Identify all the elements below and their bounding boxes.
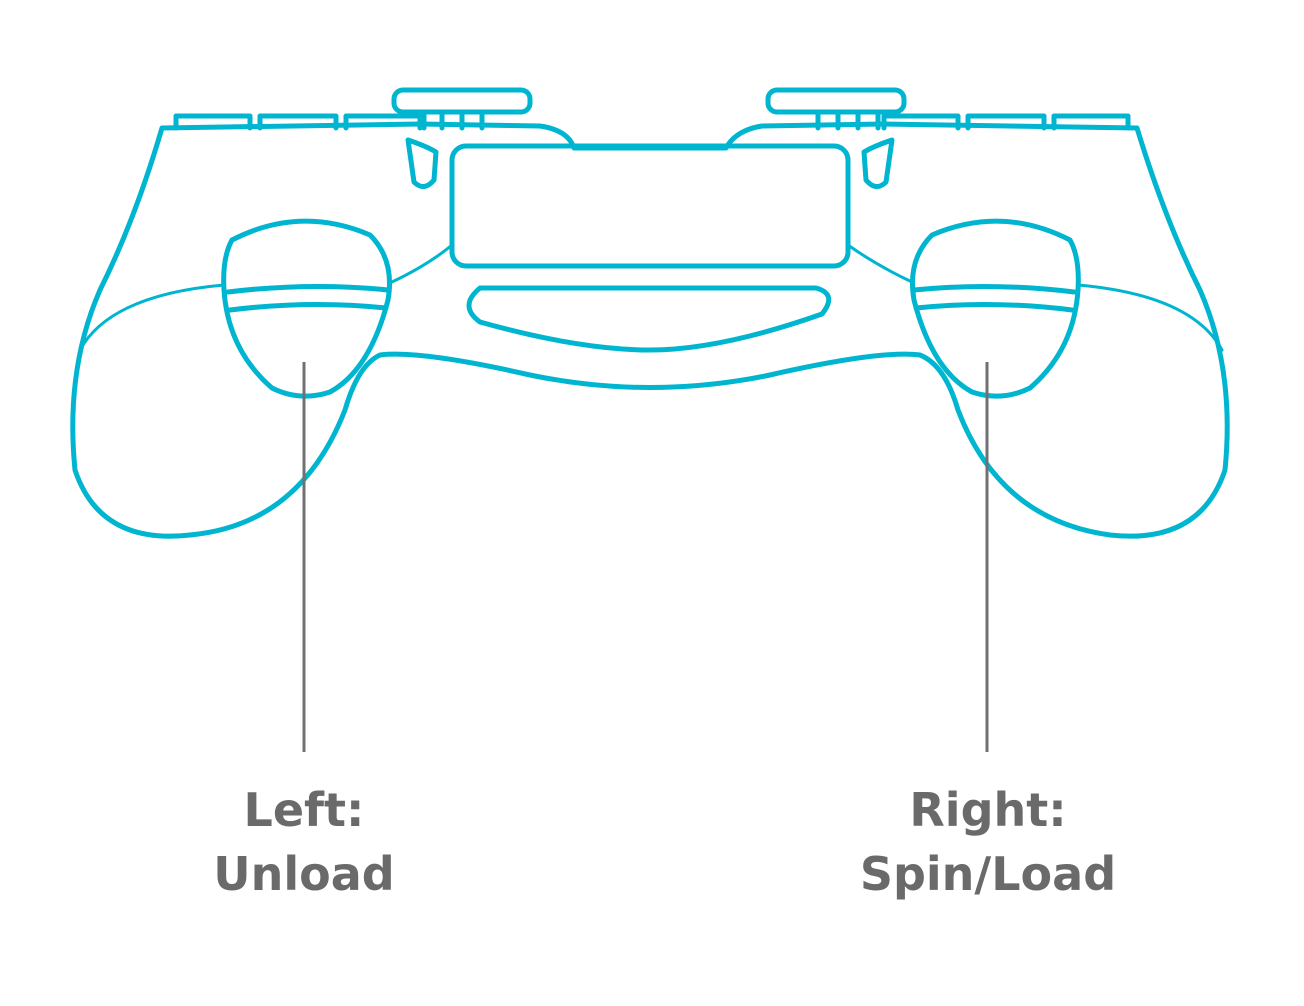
touchpad — [449, 143, 851, 269]
left-trigger-label-title: Left: — [243, 783, 365, 837]
left-trigger-label: Left: Unload — [184, 778, 424, 906]
right-grip-contour — [1076, 283, 1224, 352]
right-shoulder-stem — [815, 109, 881, 131]
right-shoulder-button — [765, 87, 907, 115]
right-trigger — [909, 218, 1081, 399]
left-grip-contour — [78, 283, 226, 352]
left-shoulder-button — [391, 87, 533, 115]
left-inner-seam — [390, 243, 454, 284]
left-top-ridge — [173, 113, 423, 131]
left-shoulder-stem — [421, 109, 485, 131]
right-top-ridge — [881, 113, 1131, 131]
share-button — [405, 137, 439, 189]
right-trigger-label-action: Spin/Load — [859, 847, 1117, 901]
right-trigger-grip-line — [911, 283, 1077, 313]
controller-body-outline — [70, 121, 1230, 539]
right-trigger-label: Right: Spin/Load — [838, 778, 1138, 906]
left-trigger-label-action: Unload — [213, 847, 395, 901]
right-trigger-label-title: Right: — [909, 783, 1067, 837]
right-inner-seam — [846, 243, 914, 284]
lightbar — [466, 285, 832, 353]
left-trigger-grip-line — [225, 283, 391, 313]
left-trigger — [221, 218, 393, 399]
options-button — [861, 137, 895, 189]
